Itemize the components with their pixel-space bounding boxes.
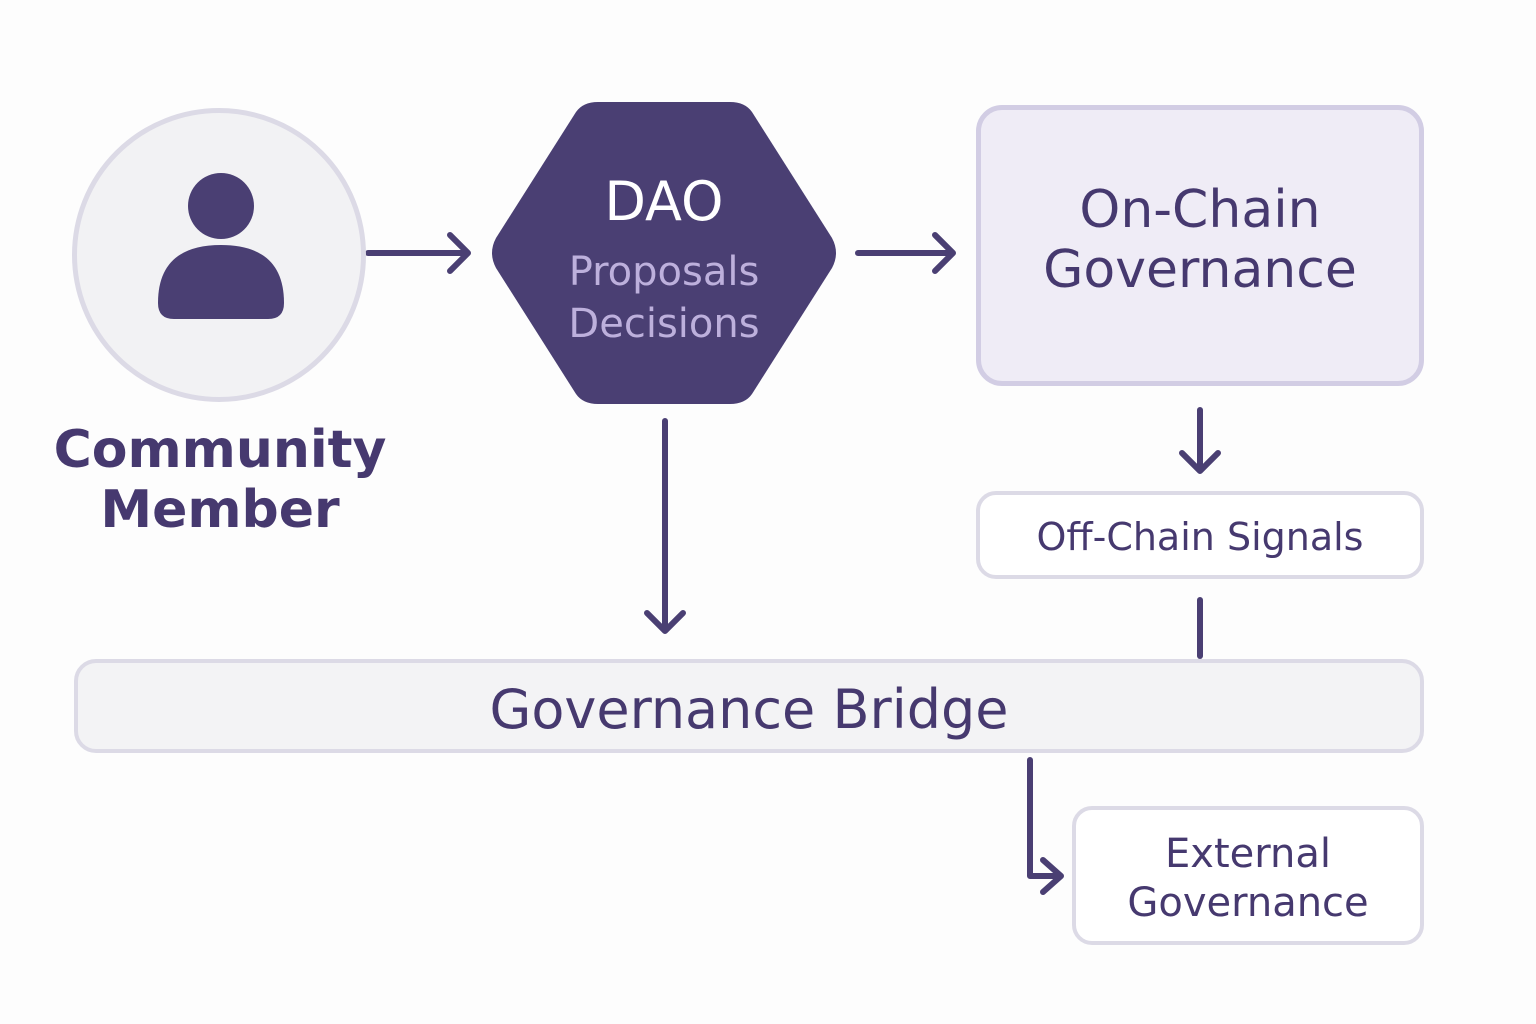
arrowhead-member-to-dao — [447, 232, 471, 274]
arrowhead-onchain-to-offchain — [1179, 450, 1221, 474]
dao-proposals-label: Proposals — [568, 249, 760, 295]
arrowhead-bridge-to-external — [1040, 857, 1064, 895]
arrowhead-dao-to-onchain — [932, 232, 956, 274]
dao-decisions-label: Decisions — [568, 301, 760, 347]
dao-hexagon-shape — [492, 102, 836, 404]
governance-bridge-label: Governance Bridge — [489, 678, 1009, 741]
off-chain-signals-node: Off-Chain Signals — [976, 491, 1424, 579]
edge-bridge-to-external — [1027, 757, 1061, 879]
governance-bridge-node: Governance Bridge — [74, 659, 1424, 753]
external-governance-node: External Governance — [1072, 806, 1424, 945]
dao-node: DAO Proposals Decisions — [488, 102, 840, 404]
dao-title: DAO — [604, 170, 724, 233]
community-member-node — [72, 108, 366, 402]
user-icon — [158, 173, 284, 319]
off-chain-signals-label: Off-Chain Signals — [1036, 515, 1364, 559]
community-member-label: Community Member — [53, 420, 387, 540]
on-chain-governance-label: On-Chain Governance — [1043, 180, 1357, 300]
arrowhead-dao-to-bridge — [644, 610, 686, 634]
external-governance-label: External Governance — [1127, 831, 1369, 926]
on-chain-governance-node: On-Chain Governance — [976, 105, 1424, 386]
